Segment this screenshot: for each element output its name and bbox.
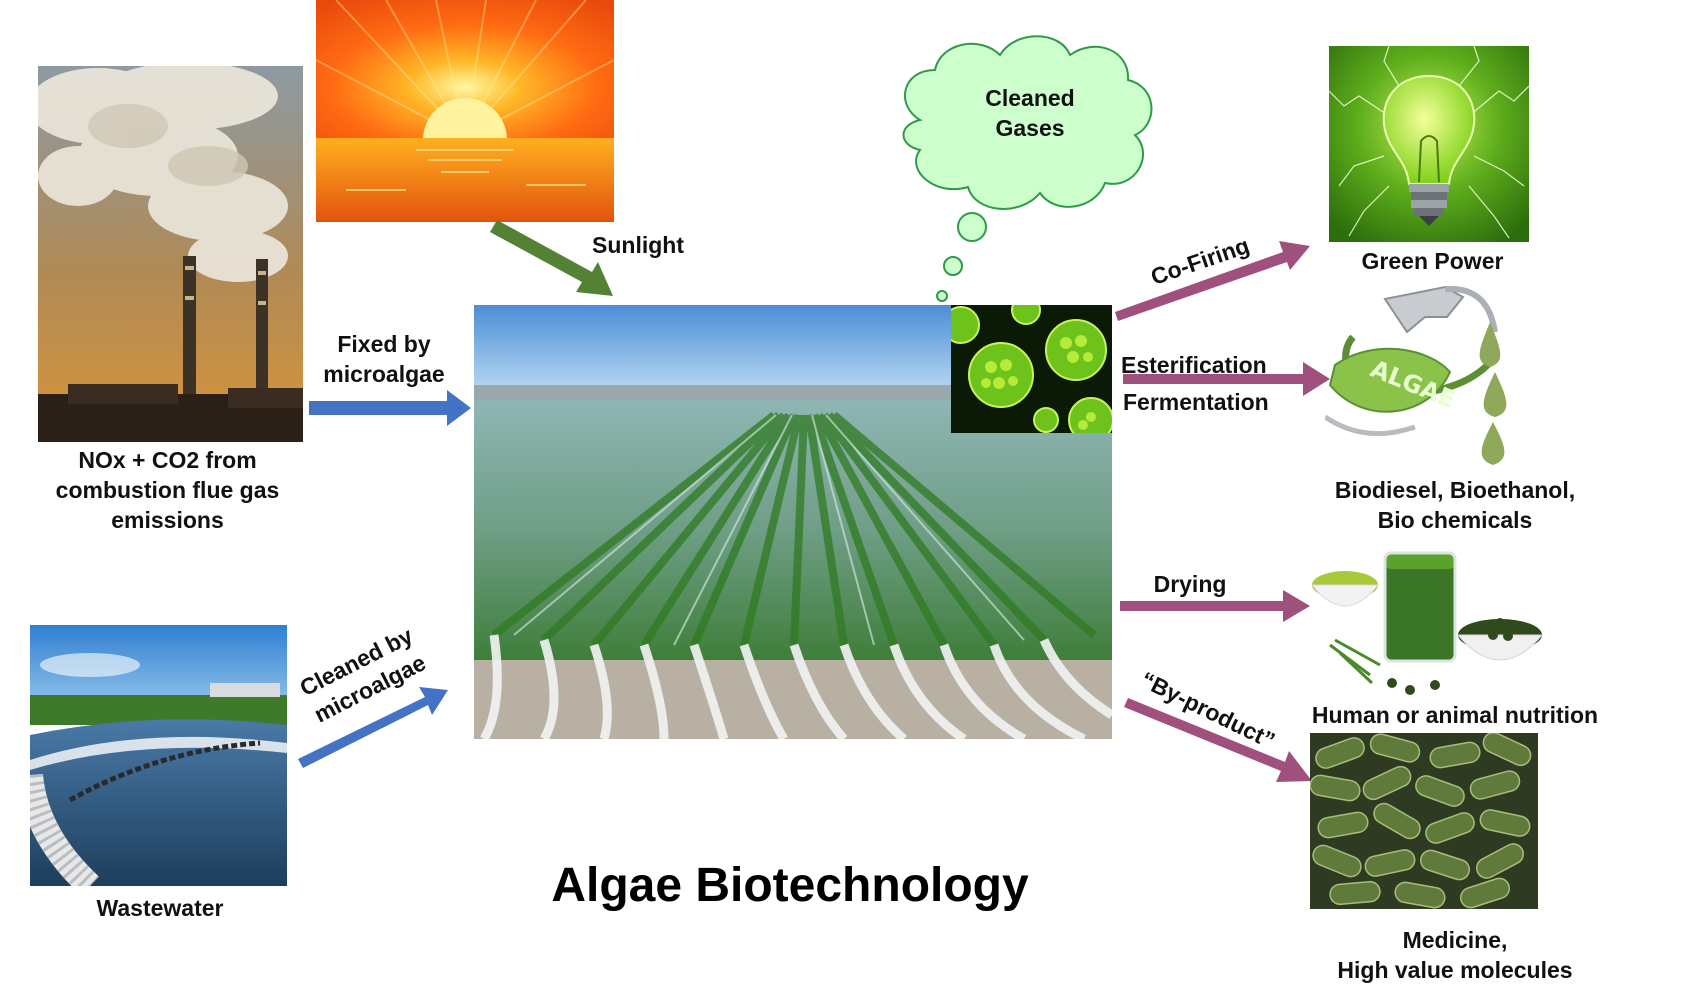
esterification-label: Esterification [1121,350,1296,380]
drying-label: Drying [1135,569,1245,599]
nutrition-photo [1310,535,1555,701]
biofuels-label: Biodiesel, Bioethanol, Bio chemicals [1305,475,1605,535]
capsules-photo [1310,733,1538,909]
medicine-label: Medicine, High value molecules [1290,925,1620,985]
green-power-label: Green Power [1330,246,1535,276]
fixed-arrow [309,390,471,426]
lightbulb-photo [1329,46,1529,242]
diagram-title: Algae Biotechnology [490,858,1090,914]
algae-biofuel-logo: ALGAE [1325,277,1525,479]
fixed-label: Fixed by microalgae [309,329,459,389]
fermentation-label: Fermentation [1123,387,1298,417]
nutrition-label: Human or animal nutrition [1290,700,1620,730]
sunlight-label: Sunlight [583,230,693,260]
